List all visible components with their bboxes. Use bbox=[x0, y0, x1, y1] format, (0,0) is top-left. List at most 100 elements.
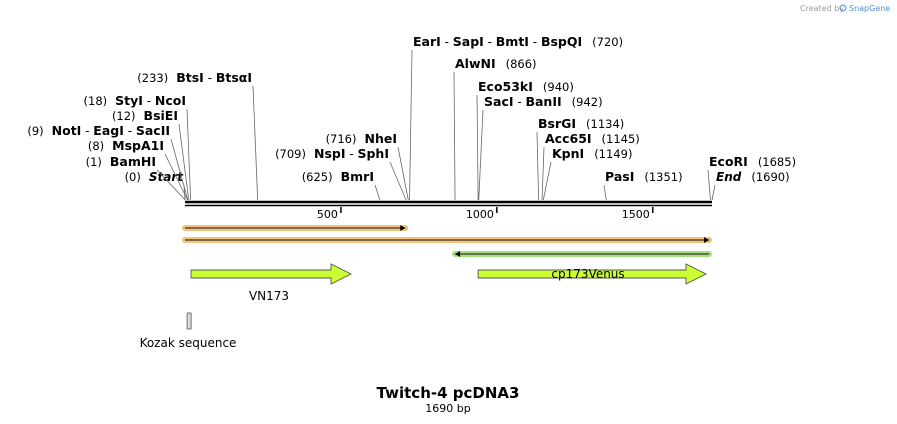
credit-brand: SnapGene bbox=[849, 4, 890, 13]
site-position: (1) bbox=[86, 155, 102, 169]
plasmid-title: Twitch-4 pcDNA3 bbox=[377, 384, 520, 402]
restriction-site[interactable]: (12)BsiEI bbox=[112, 108, 190, 201]
site-position: (1690) bbox=[751, 170, 789, 184]
site-position: (940) bbox=[543, 80, 574, 94]
primer-arrowhead-icon bbox=[400, 225, 406, 231]
site-position: (625) bbox=[302, 170, 333, 184]
site-separator: - bbox=[204, 71, 216, 85]
restriction-site[interactable]: SacI - BanII(942) bbox=[478, 94, 603, 201]
site-position: (1149) bbox=[594, 147, 632, 161]
site-position: (1145) bbox=[602, 132, 640, 146]
site-leader-line bbox=[476, 94, 479, 201]
restriction-sites: (0) Start(1)BamHI(8)MspA1I(9)NotI - EagI … bbox=[27, 34, 796, 201]
site-separator: - bbox=[484, 35, 496, 49]
enzyme-name: Acc65I bbox=[545, 131, 592, 146]
enzyme-name: Eco53kI bbox=[478, 79, 533, 94]
site-position: (12) bbox=[112, 109, 136, 123]
enzyme-name: PasI bbox=[605, 169, 634, 184]
enzyme-name: AlwNI bbox=[455, 56, 496, 71]
site-label: SacI - BanII(942) bbox=[484, 94, 603, 109]
site-leader-line bbox=[453, 71, 456, 201]
site-leader-line bbox=[178, 123, 190, 201]
site-leader-line bbox=[252, 85, 259, 201]
feature-label: cp173Venus bbox=[551, 267, 624, 281]
primer[interactable] bbox=[182, 237, 712, 243]
site-leader-line bbox=[536, 131, 540, 201]
ruler-tick-label: 1000 bbox=[466, 208, 494, 221]
primer-arrowhead-icon bbox=[455, 251, 461, 257]
site-label: (233)BtsI - BtsαI bbox=[137, 70, 252, 85]
enzyme-name: MspA1I bbox=[112, 138, 164, 153]
restriction-site[interactable]: (233)BtsI - BtsαI bbox=[137, 70, 259, 201]
bp-ruler: 500 1000 1500 bbox=[317, 207, 654, 221]
feature[interactable]: Kozak sequence bbox=[140, 312, 237, 350]
restriction-site[interactable]: KpnI (1149) bbox=[542, 146, 632, 201]
site-position: (233) bbox=[137, 71, 168, 85]
site-label: (12)BsiEI bbox=[112, 108, 178, 123]
site-label: (1)BamHI bbox=[86, 154, 156, 169]
feature[interactable]: VN173 bbox=[190, 263, 353, 303]
site-position: (942) bbox=[572, 95, 603, 109]
feature[interactable]: cp173Venus bbox=[477, 263, 708, 285]
primer[interactable] bbox=[182, 225, 409, 231]
ruler-tick-label: 500 bbox=[317, 208, 338, 221]
site-separator: - bbox=[81, 124, 93, 138]
enzyme-name: BanII bbox=[525, 94, 561, 109]
site-label: (709)NspI - SphI bbox=[275, 146, 389, 161]
restriction-site[interactable]: PasI(1351) bbox=[603, 169, 683, 201]
restriction-site[interactable]: (0) Start bbox=[125, 170, 186, 201]
restriction-site[interactable]: (8)MspA1I bbox=[88, 138, 188, 201]
enzyme-name: SphI bbox=[357, 146, 389, 161]
dna-backbone bbox=[185, 200, 712, 207]
site-position: (716) bbox=[326, 132, 357, 146]
enzyme-name: Start bbox=[149, 170, 184, 184]
primer[interactable] bbox=[452, 251, 712, 257]
site-position: (18) bbox=[84, 94, 108, 108]
site-leader-line bbox=[397, 146, 409, 201]
restriction-site[interactable]: (9)NotI - EagI - SacII bbox=[27, 123, 189, 201]
feature-box bbox=[186, 312, 192, 330]
site-label: (18) StyI - NcoI bbox=[84, 93, 186, 108]
enzyme-name: SacII bbox=[136, 123, 170, 138]
enzyme-name: NcoI bbox=[155, 93, 186, 108]
restriction-site[interactable]: (716) NheI bbox=[326, 131, 409, 201]
enzyme-name: EarI bbox=[413, 34, 441, 49]
site-leader-line bbox=[478, 109, 484, 201]
restriction-site[interactable]: (18) StyI - NcoI bbox=[84, 93, 192, 201]
restriction-site[interactable]: EarI - SapI - BmtI - BspQI(720) bbox=[409, 34, 624, 201]
enzyme-name: KpnI bbox=[552, 146, 584, 161]
enzyme-name: StyI bbox=[115, 93, 143, 108]
site-leader-line bbox=[170, 138, 189, 201]
site-label: Acc65I (1145) bbox=[545, 131, 640, 146]
site-separator: - bbox=[143, 94, 155, 108]
restriction-site[interactable]: (625)BmrI bbox=[302, 169, 381, 201]
site-label: KpnI (1149) bbox=[552, 146, 632, 161]
site-label: (625)BmrI bbox=[302, 169, 374, 184]
site-label: (8)MspA1I bbox=[88, 138, 164, 153]
site-leader-line bbox=[711, 184, 716, 201]
restriction-site[interactable]: BsrGI(1134) bbox=[536, 116, 624, 201]
site-label: (716) NheI bbox=[326, 131, 397, 146]
restriction-site[interactable]: (1)BamHI bbox=[86, 154, 186, 201]
site-leader-line bbox=[541, 146, 545, 201]
site-leader-line bbox=[542, 161, 552, 201]
restriction-site[interactable]: AlwNI(866) bbox=[453, 56, 537, 201]
site-position: (0) bbox=[125, 170, 141, 184]
restriction-site[interactable]: Acc65I (1145) bbox=[541, 131, 640, 201]
feature-label: Kozak sequence bbox=[140, 336, 237, 350]
enzyme-name: SapI bbox=[453, 34, 484, 49]
enzyme-name: BmtI bbox=[496, 34, 529, 49]
restriction-site[interactable]: EcoRI(1685) bbox=[707, 154, 796, 201]
site-label: (0) Start bbox=[125, 170, 185, 184]
plasmid-length: 1690 bp bbox=[425, 402, 470, 415]
restriction-site[interactable]: End(1690) bbox=[711, 170, 790, 201]
restriction-site[interactable]: (709)NspI - SphI bbox=[275, 146, 407, 201]
ruler-tick-label: 1500 bbox=[622, 208, 650, 221]
restriction-site[interactable]: Eco53kI (940) bbox=[476, 79, 574, 201]
site-leader-line bbox=[186, 108, 192, 201]
enzyme-name: NheI bbox=[365, 131, 398, 146]
enzyme-name: EagI bbox=[93, 123, 124, 138]
site-position: (709) bbox=[275, 147, 306, 161]
